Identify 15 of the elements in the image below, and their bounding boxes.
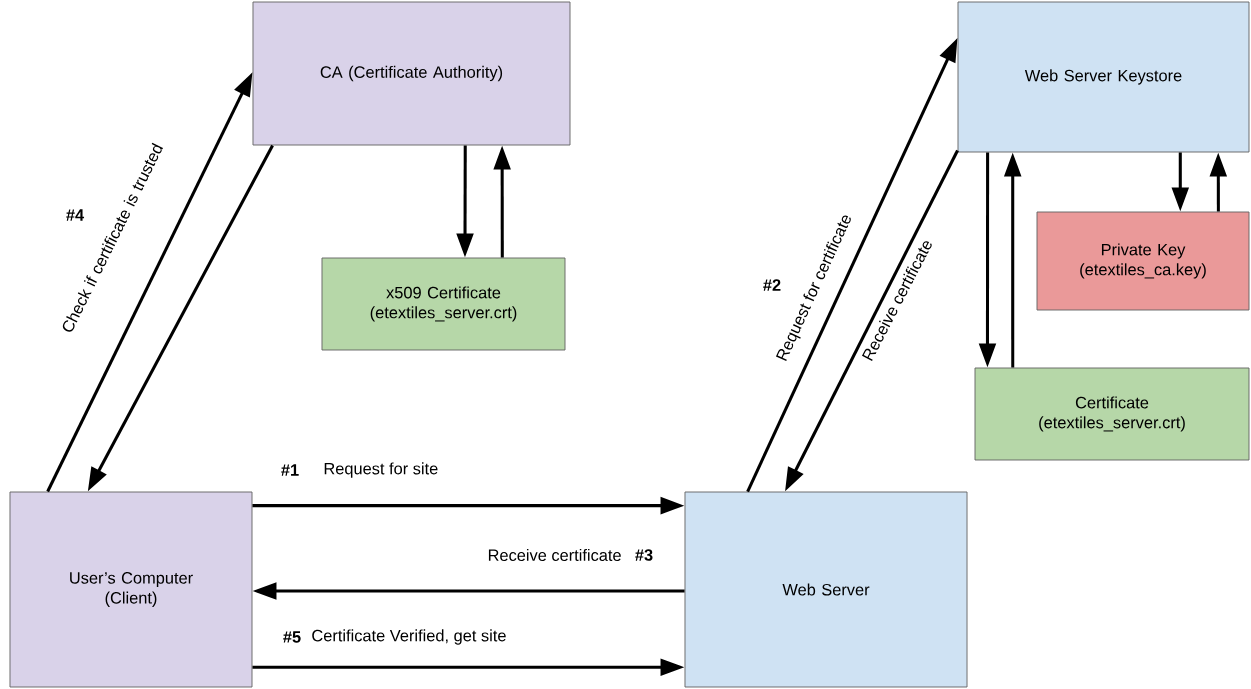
step-number: #5 [283,631,301,643]
process-box: Certificate (etextiles_server.crt) [974,367,1250,461]
step-number: #1 [281,464,299,476]
process-box: x509 Certificate (etextiles_server.crt) [321,257,566,351]
edge-label: Certificate Verified, get site [312,629,506,645]
step-number: #2 [763,279,781,291]
process-box: Web Server [684,491,968,688]
process-box: User’s Computer (Client) [9,491,253,688]
process-box: Web Server Keystore [957,1,1250,153]
step-number: #4 [66,209,85,221]
edge-label: Request for site [324,462,438,478]
edge-label: Receive certificate [488,549,621,562]
process-box: CA (Certificate Authority) [252,1,571,146]
process-box: Private Key (etextiles_ca.key) [1036,211,1250,311]
step-number: #3 [635,549,653,561]
